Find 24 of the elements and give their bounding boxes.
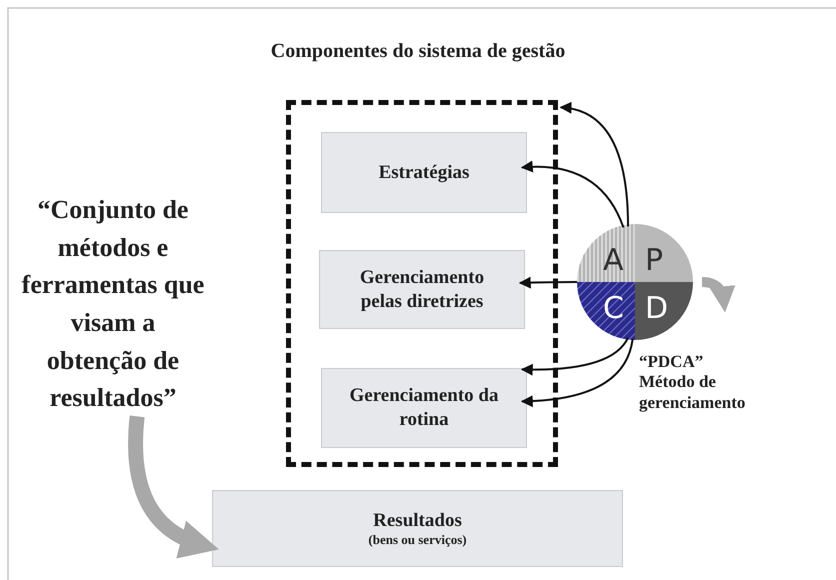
arrow xyxy=(520,337,629,376)
process-box xyxy=(321,132,527,213)
title: Componentes do sistema de gestão xyxy=(270,40,566,63)
box-subtitle: (bens ou serviços) xyxy=(368,532,467,548)
process-box xyxy=(319,250,525,329)
arrow xyxy=(520,338,634,407)
process-box xyxy=(212,490,623,567)
dashed-frame xyxy=(286,100,558,467)
arrow xyxy=(560,102,630,226)
pdca-letter: D xyxy=(645,294,668,324)
quote-text: “Conjunto de métodos e ferramentas que visam a obtenção de resultados” xyxy=(20,194,206,414)
pdca-letter: A xyxy=(603,246,624,276)
curved-arrow xyxy=(128,416,219,557)
box-label: Gerenciamento pelas diretrizes xyxy=(358,266,486,314)
process-box xyxy=(321,368,527,448)
box-label: Resultados xyxy=(373,508,462,532)
pdca-circle xyxy=(577,224,693,340)
arrow xyxy=(518,276,577,289)
arrow xyxy=(520,160,624,228)
circle-caption: “PDCA” Método de gerenciamento xyxy=(639,352,746,414)
pdca-letter: C xyxy=(603,294,624,324)
box-label: Gerenciamento da rotina xyxy=(348,384,500,432)
box-label: Estratégias xyxy=(378,160,470,184)
pdca-letter: P xyxy=(645,246,664,276)
